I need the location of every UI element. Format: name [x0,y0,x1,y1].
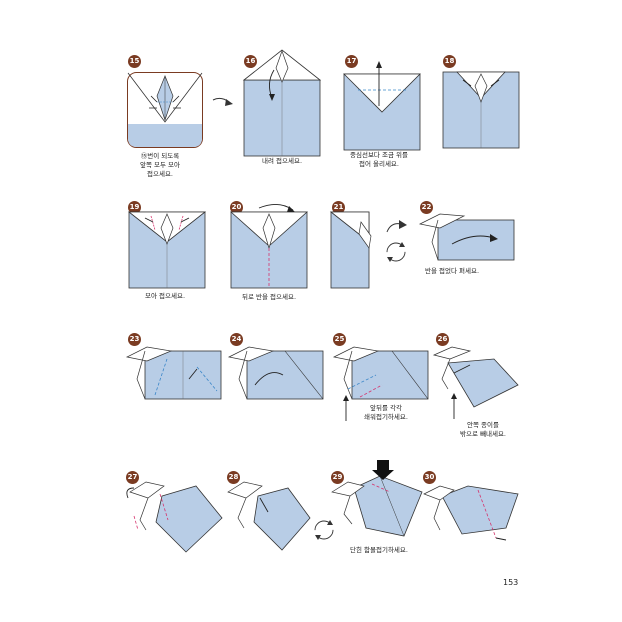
step-15-caption: ⑮번이 되도록 앞쪽 모두 모아 접으세요. [140,152,181,178]
step-28-number: 28 [227,471,240,484]
step-21-diagram [329,211,372,289]
step-23-number: 23 [128,333,141,346]
step-20-caption: 뒤로 반을 접으세요. [242,293,297,301]
step-30-diagram [423,485,519,541]
step-26-number: 26 [436,333,449,346]
step-29-number: 29 [331,471,344,484]
step-27-diagram [126,481,223,553]
rotate-icon [314,520,334,540]
step-15-number: 15 [128,55,141,68]
step-29-caption: 단힌 함몰접기하세요. [350,546,408,554]
step-21-number: 21 [332,201,345,214]
step-15-diagram [127,72,203,148]
arrow-icon [386,220,407,233]
step-24-diagram [227,346,324,400]
step-24-number: 24 [230,333,243,346]
step-16-caption: 내려 접으세요. [262,157,303,165]
step-19-number: 19 [128,201,141,214]
step-17-caption: 중심선보다 조금 위를 접어 올리세요. [350,151,408,168]
step-25-caption: 앞뒤를 각각 쇄워접기하세요. [364,404,408,421]
step-29-diagram [331,460,423,537]
step-23-diagram [125,346,222,400]
step-26-diagram [432,346,519,419]
step-20-number: 20 [230,201,243,214]
page-number: 153 [503,578,519,587]
step-18-number: 18 [443,55,456,68]
step-25-diagram [332,346,429,421]
step-28-diagram [227,481,311,551]
step-22-diagram [418,213,515,261]
step-17-number: 17 [345,55,358,68]
rotate-icon [386,242,406,262]
step-16-number: 16 [244,55,257,68]
step-22-caption: 반을 접었다 펴세요. [425,267,480,275]
step-27-number: 27 [126,471,139,484]
step-26-caption: 안쪽 종이를 밖으로 빼내세요. [460,421,506,438]
step-17-diagram [343,61,421,151]
step-19-caption: 모아 접으세요. [145,292,186,300]
step-20-diagram [229,204,309,289]
step-25-number: 25 [333,333,346,346]
arrow-icon [212,97,233,106]
step-18-diagram [442,71,520,149]
step-22-number: 22 [420,201,433,214]
step-16-diagram [242,49,322,157]
step-30-number: 30 [423,471,436,484]
step-19-diagram [127,211,207,289]
